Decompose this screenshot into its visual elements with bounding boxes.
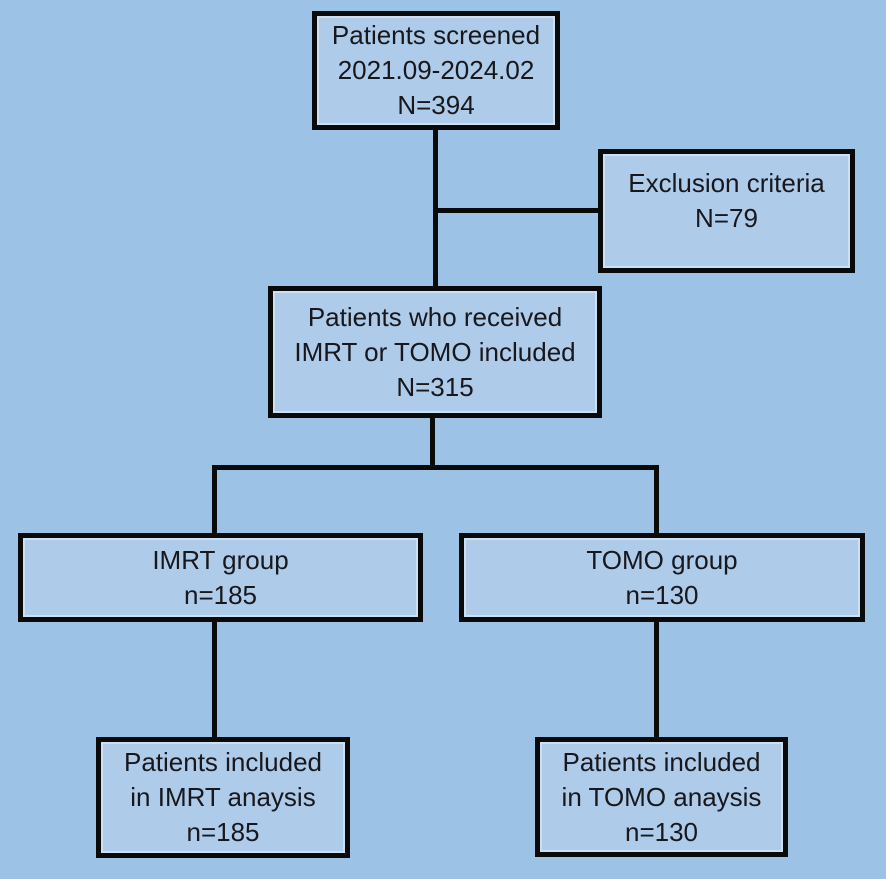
node-text-line: Exclusion criteria [628,168,825,198]
node-imrt-group: IMRT group n=185 [18,533,423,622]
node-text-line: n=185 [186,817,260,847]
connector-branch-to-exclusion [436,208,599,213]
connector-imrt-group-to-analysis [212,620,217,739]
connector-split-to-tomo-group [654,467,659,535]
node-text-line: N=315 [396,371,474,402]
node-patients-included: Patients who received IMRT or TOMO inclu… [268,286,602,418]
node-text-line: in IMRT anaysis [130,782,316,812]
node-text-line: Patients who received [307,301,563,332]
node-text-line: TOMO group [586,544,738,575]
node-text-line: 2021.09-2024.02 [337,55,535,85]
node-patients-screened: Patients screened 2021.09-2024.02 N=394 [312,11,560,130]
node-imrt-analysis: Patients included in IMRT anaysis n=185 [96,737,350,858]
node-text-line: n=130 [625,579,699,610]
node-text-line: IMRT group [152,544,289,575]
node-tomo-analysis: Patients included in TOMO anaysis n=130 [535,737,788,857]
node-text-line: Patients screened [331,20,541,50]
connector-tomo-group-to-analysis [654,620,659,739]
connector-split-horizontal [212,465,659,470]
node-text-line: n=185 [183,579,258,610]
node-text-line: IMRT or TOMO included [294,336,576,367]
node-text-line: Patients included [562,746,761,777]
node-tomo-group: TOMO group n=130 [459,533,865,622]
node-text-line: N=394 [397,90,475,120]
node-text-line: Patients included [123,747,323,777]
node-text-line: n=130 [624,816,699,847]
connector-included-to-split [430,416,435,468]
node-text-line: N=79 [695,203,758,233]
connector-split-to-imrt-group [212,467,217,535]
connector-screened-to-included [433,129,438,288]
node-exclusion-criteria: Exclusion criteria N=79 [598,149,855,273]
node-text-line: in TOMO anaysis [561,781,762,812]
